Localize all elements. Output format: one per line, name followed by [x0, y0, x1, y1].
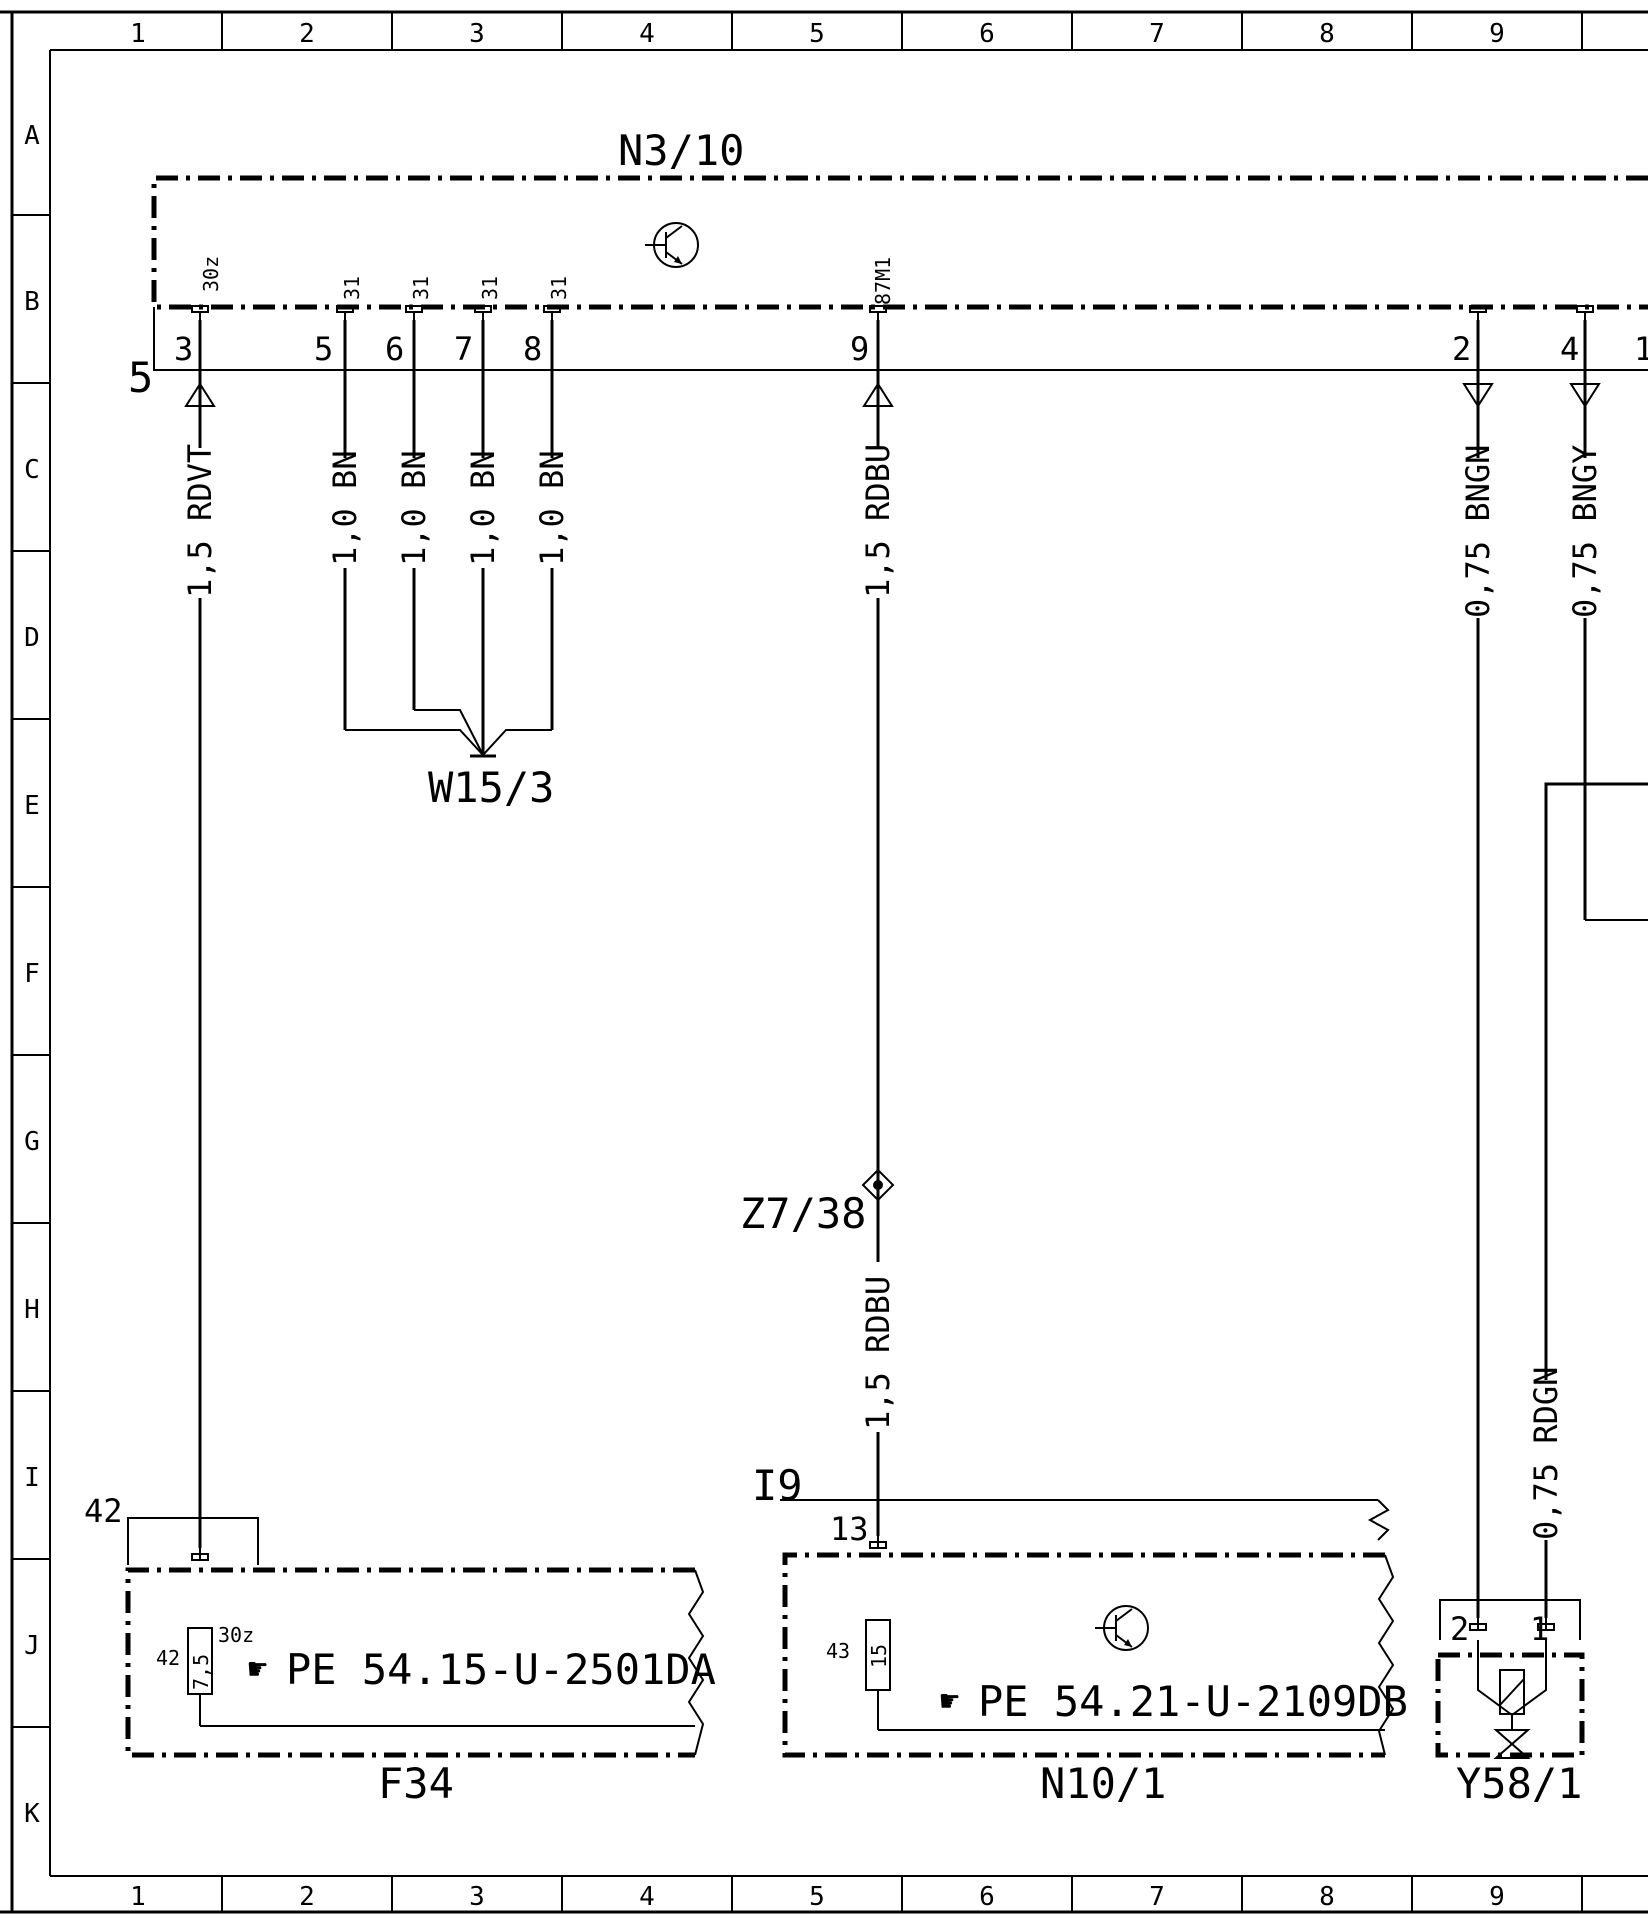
connector-5-label: 5 — [128, 353, 153, 402]
module-n10-1: I9 13 43 15 ☛ PE 54.21-U-2109DB N10/1 — [752, 1461, 1408, 1808]
row-label-f: F — [24, 959, 40, 989]
row-label-i: I — [24, 1463, 40, 1493]
fuse-box-f34: 42 42 7,5 30z ☛ PE 54.15-U-2501DA F34 — [84, 1492, 716, 1808]
col-label-7: 7 — [1149, 19, 1165, 49]
terminal-31-d: 31 — [547, 276, 571, 300]
f34-pin-label: 42 — [84, 1492, 123, 1530]
terminal-87m1: 87M1 — [871, 257, 895, 305]
row-label-k: K — [24, 1799, 40, 1829]
col-label-4-bottom: 4 — [639, 1882, 655, 1912]
y58-1-pin-2: 2 — [1450, 1610, 1469, 1648]
wire-label-bn-8: 1,0 BN — [533, 450, 571, 566]
pointing-hand-icon: ☛ — [940, 1682, 959, 1720]
f34-terminal: 30z — [218, 1623, 254, 1647]
row-label-d: D — [24, 623, 40, 653]
row-label-c: C — [24, 455, 40, 485]
col-label-9: 9 — [1489, 19, 1505, 49]
wire-bngy: 0,75 BNGY — [1566, 320, 1648, 921]
col-label-2-bottom: 2 — [299, 1882, 315, 1912]
col-label-3: 3 — [469, 19, 485, 49]
terminal-31-a: 31 — [340, 276, 364, 300]
n3-10-pins — [191, 305, 1594, 320]
col-label-5: 5 — [809, 19, 825, 49]
connector-pin-2: 2 — [1452, 330, 1471, 368]
col-label-8: 8 — [1319, 19, 1335, 49]
wire-label-bn-5: 1,0 BN — [326, 450, 364, 566]
col-label-8-bottom: 8 — [1319, 1882, 1335, 1912]
wire-bn-group: 1,0 BN 1,0 BN 1,0 BN 1,0 BN W15/3 — [326, 320, 571, 812]
y58-1-label: Y58/1 — [1456, 1759, 1582, 1808]
wire-label-bn-6: 1,0 BN — [395, 450, 433, 566]
wire-bngn: 0,75 BNGN — [1459, 320, 1497, 1618]
drawing-frame: 1 2 3 4 5 6 7 8 9 1 2 3 4 5 6 7 8 9 A B … — [0, 10, 1648, 1914]
col-label-2: 2 — [299, 19, 315, 49]
col-label-6: 6 — [979, 19, 995, 49]
w15-3-label: W15/3 — [428, 763, 554, 812]
col-label-5-bottom: 5 — [809, 1882, 825, 1912]
col-label-6-bottom: 6 — [979, 1882, 995, 1912]
connector-pin-8: 8 — [523, 330, 542, 368]
terminal-31-b: 31 — [409, 276, 433, 300]
f34-fuse-number: 42 — [156, 1646, 180, 1670]
n10-1-connector: I9 — [752, 1461, 803, 1510]
wire-label-bngy: 0,75 BNGY — [1566, 445, 1604, 618]
pointing-hand-icon: ☛ — [248, 1650, 267, 1688]
row-label-e: E — [24, 791, 40, 821]
col-label-1-bottom: 1 — [130, 1882, 146, 1912]
n10-1-reference: PE 54.21-U-2109DB — [978, 1677, 1408, 1726]
row-label-h: H — [24, 1295, 40, 1325]
n10-1-pin: 13 — [830, 1510, 869, 1548]
z7-38-label: Z7/38 — [740, 1189, 866, 1238]
f34-fuse-value: 7,5 — [189, 1654, 213, 1690]
col-label-7-bottom: 7 — [1149, 1882, 1165, 1912]
valve-y58-1: 2 1 Y58/1 — [1435, 1599, 1585, 1808]
wire-label-rdgn: 0,75 RDGN — [1527, 1367, 1565, 1540]
connector-pin-6: 6 — [385, 330, 404, 368]
f34-reference: PE 54.15-U-2501DA — [286, 1645, 716, 1694]
row-label-b: B — [24, 287, 40, 317]
n10-1-label: N10/1 — [1040, 1759, 1166, 1808]
connector-pin-9: 9 — [850, 330, 869, 368]
terminal-31-c: 31 — [478, 276, 502, 300]
solenoid-valve-icon — [1493, 1669, 1531, 1759]
col-label-9-bottom: 9 — [1489, 1882, 1505, 1912]
col-label-4: 4 — [639, 19, 655, 49]
transistor-icon — [645, 222, 699, 268]
terminal-30z: 30z — [199, 256, 223, 292]
n3-10-label: N3/10 — [618, 126, 744, 175]
n10-1-fuse-value: 15 — [867, 1644, 891, 1668]
row-label-j: J — [24, 1631, 40, 1661]
wire-rdbu: 1,5 RDBU Z7/38 1,5 RDBU — [740, 320, 897, 1536]
connector-pin-5: 5 — [314, 330, 333, 368]
col-label-1: 1 — [130, 19, 146, 49]
col-label-3-bottom: 3 — [469, 1882, 485, 1912]
connector-pin-3: 3 — [174, 330, 193, 368]
connector-pin-7: 7 — [454, 330, 473, 368]
wire-rdvt: 1,5 RDVT — [181, 320, 219, 1548]
wire-rdgn: 0,75 RDGN — [1527, 782, 1648, 1618]
connector-5: 5 3 5 6 7 8 9 2 4 1 — [128, 307, 1648, 402]
row-label-g: G — [24, 1127, 40, 1157]
connector-pin-4: 4 — [1560, 330, 1579, 368]
n10-1-fuse-number: 43 — [826, 1639, 850, 1663]
wire-label-bn-7: 1,0 BN — [464, 450, 502, 566]
wire-label-rdvt: 1,5 RDVT — [181, 444, 219, 598]
splice-icon — [861, 1168, 895, 1202]
f34-label: F34 — [378, 1759, 454, 1808]
connector-pin-1: 1 — [1634, 330, 1648, 368]
wire-label-rdbu-top: 1,5 RDBU — [859, 444, 897, 598]
row-label-a: A — [24, 121, 40, 151]
wire-label-rdbu-bottom: 1,5 RDBU — [859, 1276, 897, 1430]
control-unit-n3-10: N3/10 30z 31 31 31 31 87M1 — [151, 126, 1648, 310]
transistor-icon — [1095, 1605, 1149, 1651]
wire-label-bngn: 0,75 BNGN — [1459, 445, 1497, 618]
